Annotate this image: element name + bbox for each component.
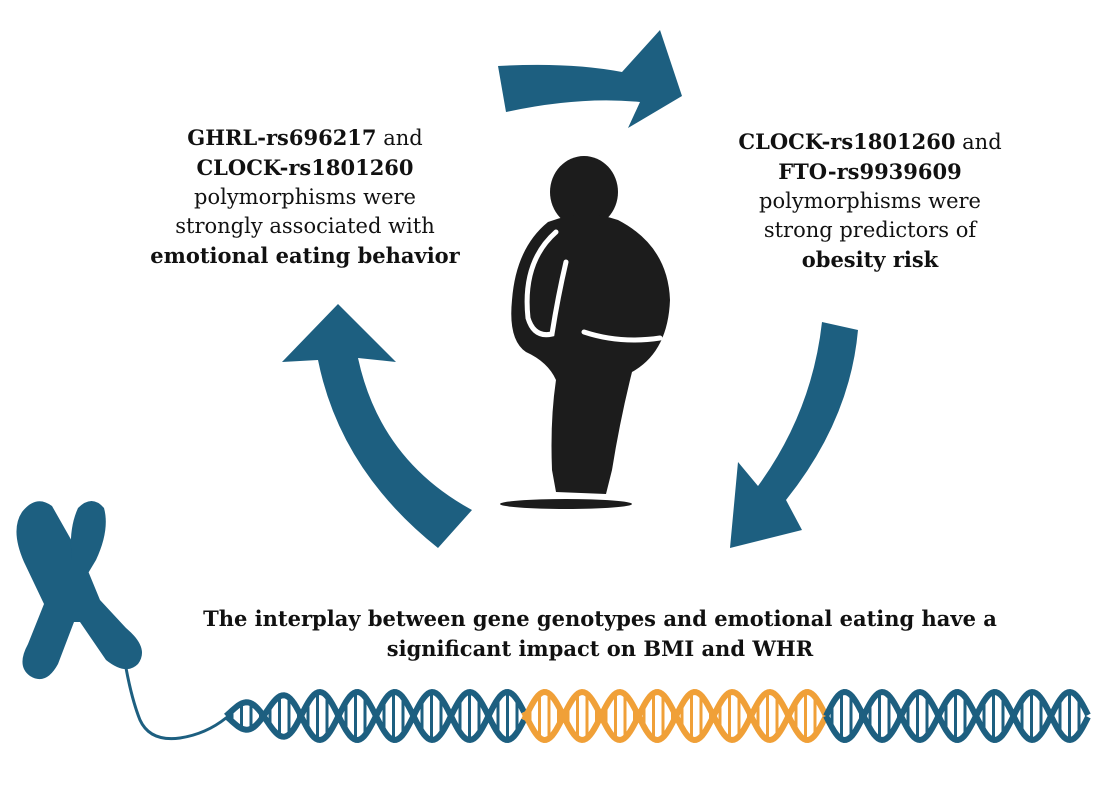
dna-strand (521, 688, 829, 744)
person-silhouette-icon (500, 156, 670, 509)
right-gene-2: FTO-rs9939609 (778, 159, 962, 184)
left-line4: strongly associated with (175, 214, 435, 238)
dna-strand (224, 688, 527, 744)
left-line1-rest: and (376, 126, 423, 150)
left-line3: polymorphisms were (194, 185, 416, 209)
dna-helix-icon (224, 688, 1091, 744)
chromosome-icon (16, 501, 227, 741)
conclusion-line-1: The interplay between gene genotypes and… (203, 606, 997, 631)
conclusion-text: The interplay between gene genotypes and… (160, 604, 1040, 664)
cycle-arrow-right (730, 322, 858, 548)
left-gene-2: CLOCK-rs1801260 (196, 155, 414, 180)
genotype-emotional-eating-text: GHRL-rs696217 and CLOCK-rs1801260 polymo… (110, 123, 500, 271)
right-line3: polymorphisms were (759, 189, 981, 213)
conclusion-line-2: significant impact on BMI and WHR (386, 636, 814, 661)
right-line1-rest: and (955, 130, 1002, 154)
left-highlight: emotional eating behavior (150, 243, 460, 268)
genotype-obesity-risk-text: CLOCK-rs1801260 and FTO-rs9939609 polymo… (700, 127, 1040, 275)
right-highlight: obesity risk (801, 247, 939, 272)
cycle-arrow-left (282, 304, 472, 548)
cycle-arrow-top (498, 30, 682, 128)
left-gene-1: GHRL-rs696217 (187, 125, 377, 150)
right-gene-1: CLOCK-rs1801260 (738, 129, 956, 154)
right-line4: strong predictors of (763, 218, 977, 242)
